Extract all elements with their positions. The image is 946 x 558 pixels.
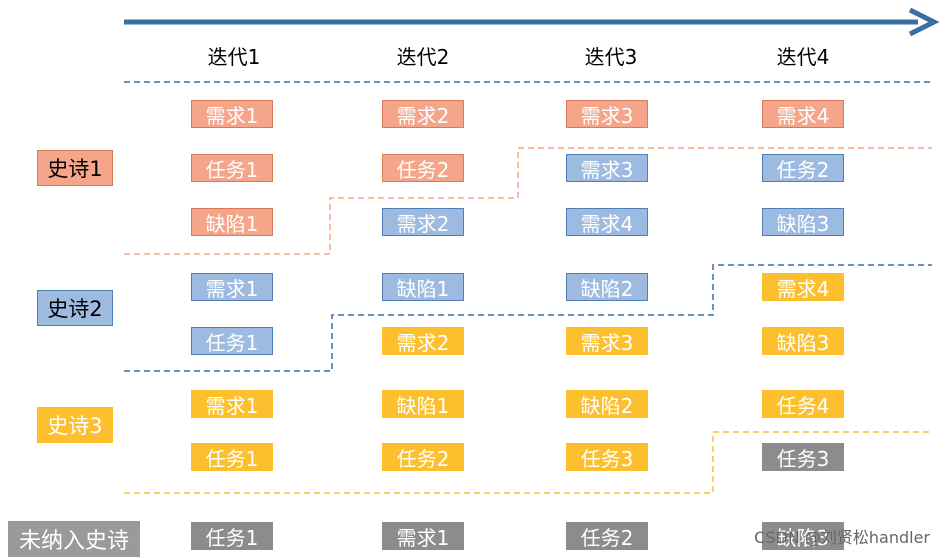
work-item: 缺陷3 bbox=[762, 327, 844, 355]
work-item: 缺陷3 bbox=[762, 522, 844, 550]
work-item: 任务2 bbox=[762, 154, 844, 182]
epic2-label: 史诗2 bbox=[37, 290, 113, 326]
work-item: 任务2 bbox=[382, 154, 464, 182]
work-item: 需求4 bbox=[762, 100, 844, 128]
epic2-boundary bbox=[124, 264, 932, 372]
work-item: 缺陷2 bbox=[566, 390, 648, 418]
epic3-label: 史诗3 bbox=[37, 407, 113, 443]
work-item: 需求1 bbox=[191, 273, 273, 301]
epic3-boundary bbox=[124, 431, 932, 494]
work-item: 需求1 bbox=[191, 390, 273, 418]
unassigned-label: 未纳入史诗 bbox=[8, 521, 140, 557]
work-item: 任务1 bbox=[191, 327, 273, 355]
work-item: 需求3 bbox=[566, 327, 648, 355]
epic1-boundary bbox=[124, 147, 932, 255]
timeline-arrow-head bbox=[908, 7, 940, 37]
iteration-header-3: 迭代3 bbox=[584, 45, 638, 69]
work-item: 需求4 bbox=[566, 208, 648, 236]
iteration-header-2: 迭代2 bbox=[396, 45, 450, 69]
work-item: 任务2 bbox=[382, 443, 464, 471]
work-item: 任务4 bbox=[762, 390, 844, 418]
work-item: 需求2 bbox=[382, 100, 464, 128]
work-item: 任务2 bbox=[566, 522, 648, 550]
iteration-header-1: 迭代1 bbox=[207, 45, 261, 69]
work-item: 缺陷1 bbox=[382, 390, 464, 418]
work-item: 需求1 bbox=[382, 522, 464, 550]
work-item: 需求3 bbox=[566, 100, 648, 128]
iteration-header-4: 迭代4 bbox=[776, 45, 830, 69]
work-item: 任务1 bbox=[191, 154, 273, 182]
work-item: 缺陷1 bbox=[191, 208, 273, 236]
work-item: 任务3 bbox=[566, 443, 648, 471]
work-item: 需求3 bbox=[566, 154, 648, 182]
work-item: 任务3 bbox=[762, 443, 844, 471]
work-item: 任务1 bbox=[191, 522, 273, 550]
work-item: 需求2 bbox=[382, 327, 464, 355]
work-item: 需求2 bbox=[382, 208, 464, 236]
work-item: 需求4 bbox=[762, 273, 844, 301]
work-item: 缺陷3 bbox=[762, 208, 844, 236]
work-item: 缺陷1 bbox=[382, 273, 464, 301]
work-item: 任务1 bbox=[191, 443, 273, 471]
epic1-label: 史诗1 bbox=[37, 150, 113, 186]
work-item: 缺陷2 bbox=[566, 273, 648, 301]
work-item: 需求1 bbox=[191, 100, 273, 128]
watermark: CSDN @刘贤松handler bbox=[754, 528, 930, 547]
